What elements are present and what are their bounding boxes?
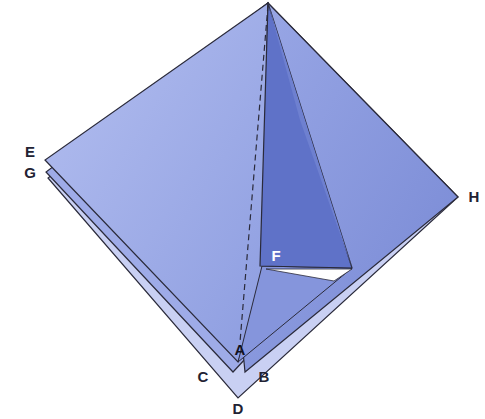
front-sheet [45,3,268,362]
point-label: D [233,401,244,416]
center-crease [240,5,268,342]
right-sheet [238,3,458,372]
point-label: C [198,369,209,384]
folded-flap [260,3,352,268]
fold-gap [266,269,352,281]
point-label: B [259,369,270,384]
point-label: E [25,144,35,159]
point-label: F [271,248,280,263]
point-label: H [469,189,480,204]
point-label: A [235,342,246,357]
lower-flap [238,266,352,362]
point-label: G [24,165,36,180]
flap-shade [268,3,352,268]
